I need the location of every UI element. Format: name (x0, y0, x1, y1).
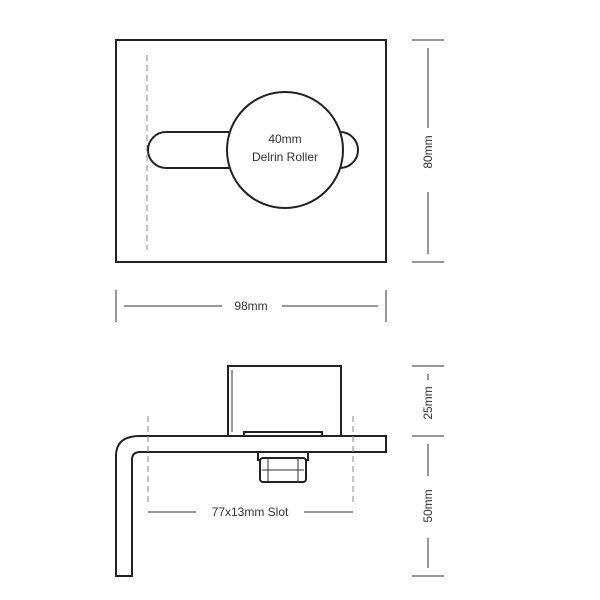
dimension-height-label: 80mm (421, 135, 435, 168)
dimension-roller-height-label: 25mm (421, 386, 435, 419)
dimension-leg-height-label: 50mm (421, 489, 435, 522)
side-view (115, 365, 387, 577)
top-view-roller (226, 91, 344, 209)
dimension-leg-height: 50mm (412, 444, 444, 577)
dimension-width: 98mm (115, 290, 387, 322)
roller-label-size: 40mm (268, 132, 301, 146)
dimension-width-label: 98mm (234, 299, 267, 313)
dimension-roller-height: 25mm (412, 365, 444, 437)
roller-label-material: Delrin Roller (252, 150, 318, 164)
dimension-slot-label: 77x13mm Slot (212, 505, 289, 519)
side-view-bracket (115, 435, 387, 577)
dimension-slot: 77x13mm Slot (148, 505, 353, 519)
dimension-height: 80mm (412, 39, 444, 263)
side-view-roller (227, 365, 342, 437)
top-view: 40mm Delrin Roller (115, 39, 387, 263)
